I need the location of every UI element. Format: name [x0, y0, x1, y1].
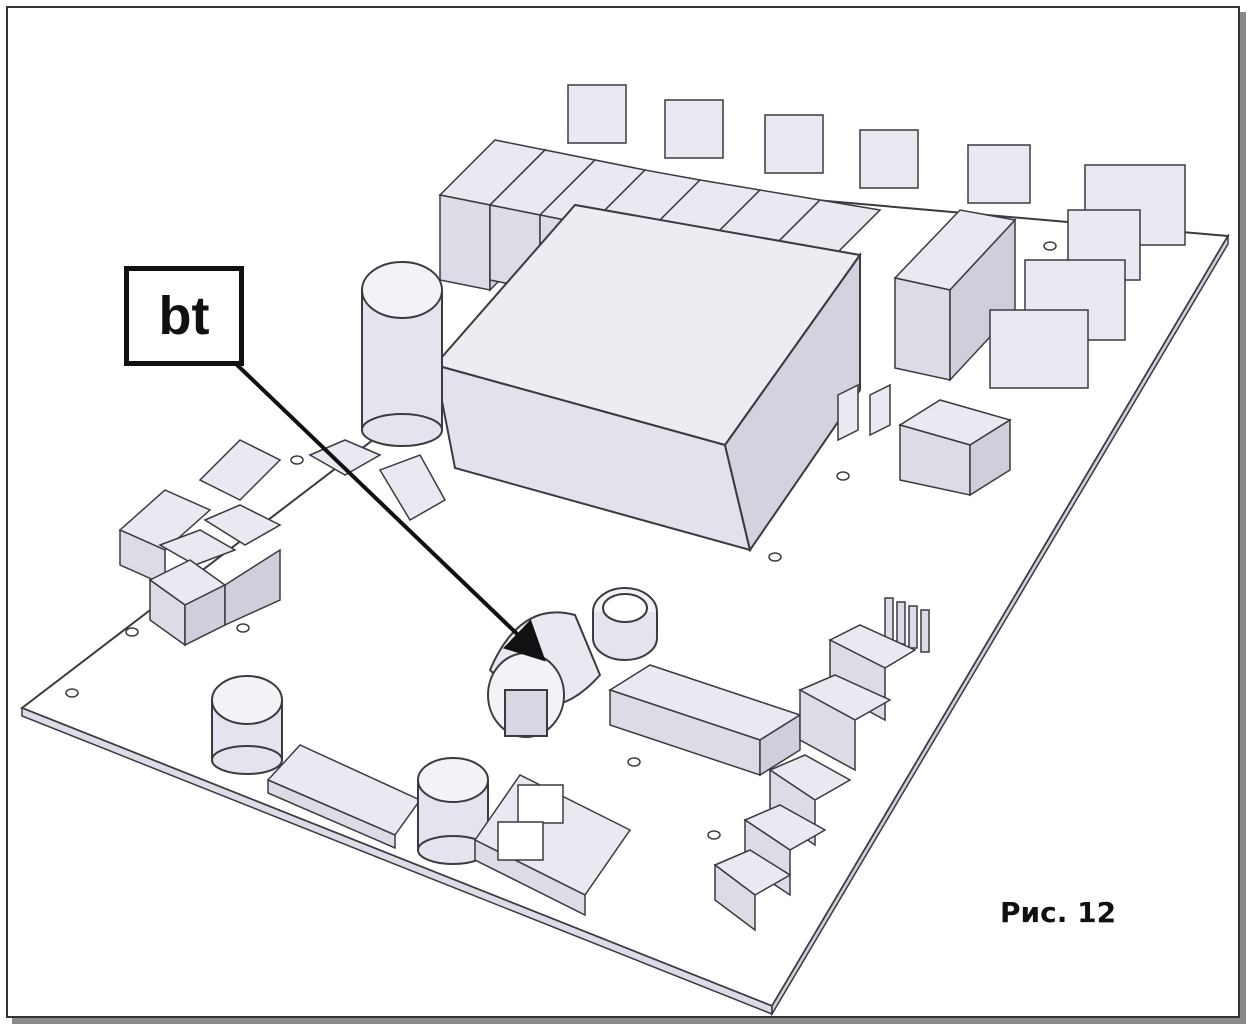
- callout-label-box: bt: [124, 266, 244, 366]
- capacitor-large: [361, 261, 443, 447]
- capacitor-bottom-left: [211, 675, 283, 775]
- connectors-right: [713, 624, 917, 932]
- header-connectors-center: [608, 664, 802, 777]
- capacitor-small-top: [592, 587, 658, 661]
- callout-arrow: [230, 358, 546, 662]
- relay-pair-right: [898, 399, 1012, 497]
- callout-label: bt: [158, 286, 210, 346]
- transformer: [433, 203, 862, 553]
- terminal-bottom-center: [473, 774, 632, 917]
- figure-caption: Рис. 12: [1000, 896, 1117, 929]
- mounting-holes: [65, 241, 1057, 840]
- terminal-cluster-left: [118, 439, 282, 647]
- capacitor-bottom-center: [417, 757, 489, 865]
- header-bottom-left: [266, 744, 422, 850]
- clips: [308, 383, 891, 522]
- top-connectors: [567, 84, 1186, 389]
